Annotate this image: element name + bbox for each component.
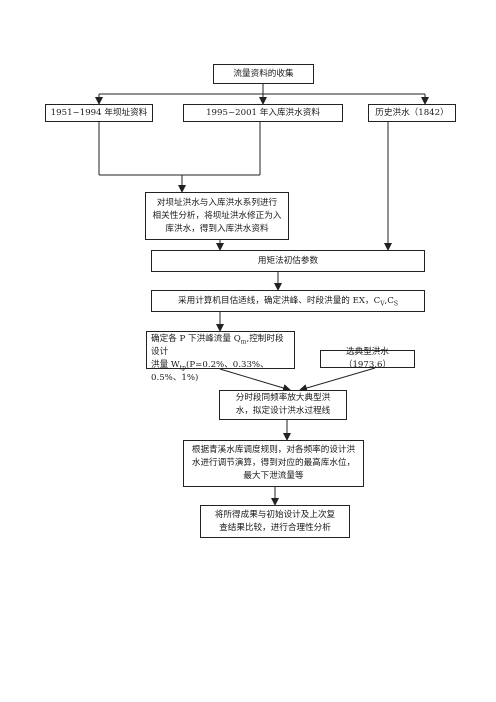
node-typical-flood: 选典型洪水（1973.6） — [320, 347, 415, 370]
node-amplify-hydrograph: 分时段同频率放大典型洪 水，拟定设计洪水过程线 — [219, 390, 347, 420]
node-label-line: 分时段同频率放大典型洪 — [235, 393, 331, 403]
node-label-line: 相关性分析，将坝址洪水修正为入 — [152, 210, 282, 221]
node-label-line: 最大下泄流量等 — [243, 471, 304, 481]
node-label-line: 对坝址洪水与入库洪水系列进行 — [156, 197, 278, 208]
node-label-line: 确定各 P 下洪峰流量 Qm,控制时段设计 — [151, 334, 284, 357]
node-label: 流量资料的收集 — [233, 68, 294, 79]
node-result-comparison: 将所得成果与初始设计及上次复 查结果比较，进行合理性分析 — [200, 505, 350, 538]
node-dam-site-data: 1951~1994 年坝址资料 — [45, 104, 153, 122]
node-historical-flood: 历史洪水（1842） — [368, 104, 456, 122]
node-label: 用矩法初估参数 — [257, 255, 319, 266]
node-label: 1995~2001 年入库洪水资料 — [206, 107, 320, 118]
node-moment-estimate: 用矩法初估参数 — [151, 250, 425, 272]
node-label: 历史洪水（1842） — [375, 107, 449, 118]
node-curve-fitting: 采用计算机目估适线，确定洪峰、时段洪量的 EX，CV,CS — [151, 290, 425, 312]
node-inflow-flood-data: 1995~2001 年入库洪水资料 — [183, 104, 343, 122]
node-flood-routing: 根据青溪水库调度规则，对各频率的设计洪 水进行调节演算，得到对应的最高库水位， … — [183, 440, 364, 487]
node-flow-data-collection: 流量资料的收集 — [213, 64, 314, 84]
node-label-line: 库洪水，得到入库洪水资料 — [165, 223, 269, 234]
node-label: 采用计算机目估适线，确定洪峰、时段洪量的 EX，CV,CS — [178, 295, 398, 308]
node-label-line: 将所得成果与初始设计及上次复 — [214, 509, 336, 520]
node-label-line: 水，拟定设计洪水过程线 — [235, 406, 331, 416]
node-label-line: 水进行调节演算，得到对应的最高库水位， — [191, 458, 356, 468]
node-label-line: 根据青溪水库调度规则，对各频率的设计洪 — [191, 445, 356, 455]
node-label: 选典型洪水（1973.6） — [343, 347, 392, 370]
node-correlation-analysis: 对坝址洪水与入库洪水系列进行 相关性分析，将坝址洪水修正为入 库洪水，得到入库洪… — [145, 192, 289, 240]
node-label-line: 查结果比较，进行合理性分析 — [219, 522, 331, 533]
node-design-values: 确定各 P 下洪峰流量 Qm,控制时段设计 洪量 Wtp(P=0.2%、0.33… — [146, 331, 295, 383]
node-label: 1951~1994 年坝址资料 — [50, 107, 148, 118]
node-label-line: 洪量 Wtp(P=0.2%、0.33%、0.5%、1%) — [151, 360, 269, 383]
